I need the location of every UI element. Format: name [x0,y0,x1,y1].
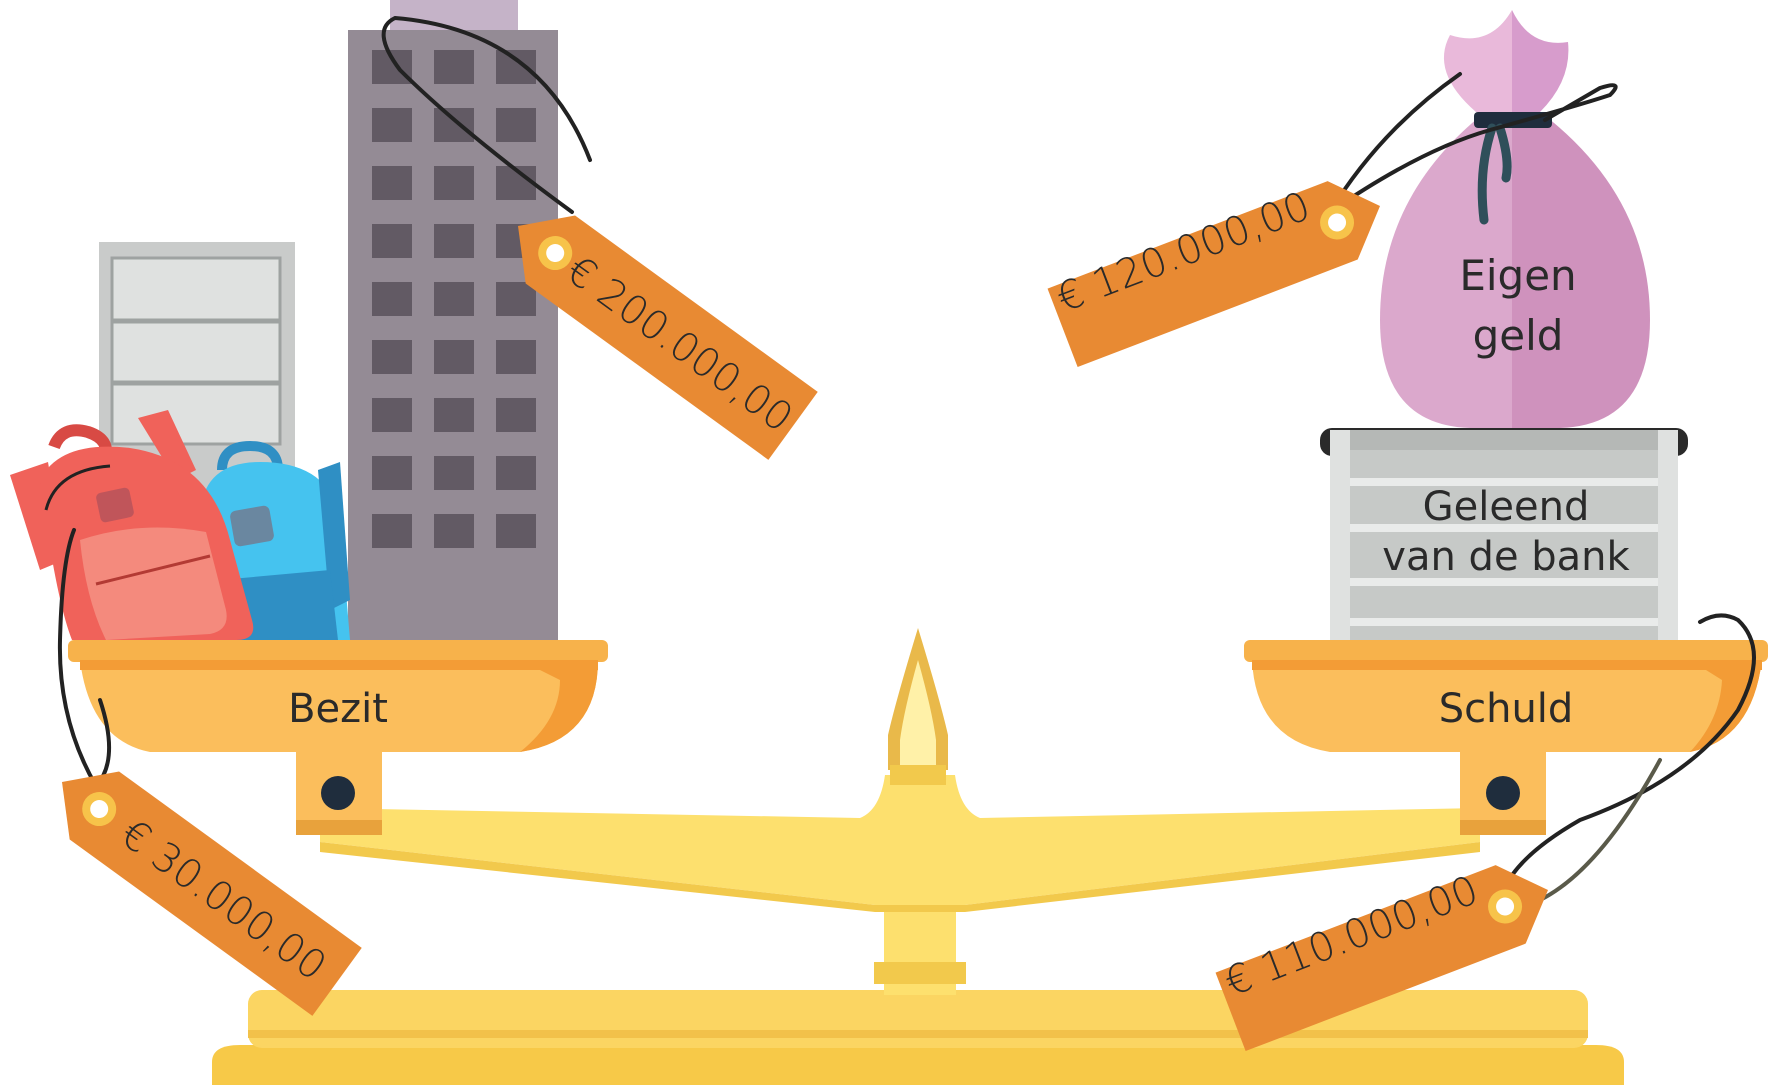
scale-base-bottom [212,1045,1624,1085]
building-icon [348,0,558,642]
building-window [434,456,474,490]
building-window [372,514,412,548]
box-label-line1: Geleend [1423,484,1590,530]
building-window [372,224,412,258]
building-window [434,224,474,258]
building-window [372,108,412,142]
building-window [372,340,412,374]
left-pan: Bezit [68,640,608,752]
building-window [372,166,412,200]
building-window [434,514,474,548]
right-pan: Schuld [1244,640,1768,752]
storage-box-icon: Geleend van de bank [1320,428,1688,642]
building-window [434,340,474,374]
left-pan-label: Bezit [288,686,388,732]
building-window [496,398,536,432]
building-window [372,282,412,316]
scale-beam [320,775,1480,905]
building-window [434,108,474,142]
right-pan-label: Schuld [1439,686,1574,732]
price-tag-own-money: € 120.000,00 [1047,181,1380,368]
money-bag-icon: Eigen geld [1380,10,1650,428]
right-pivot [1486,776,1520,810]
left-pivot [321,776,355,810]
price-building: € 200.000,00 [558,247,801,441]
building-window [496,340,536,374]
scale-beam-shade [320,842,1480,912]
left-hanger-shade [296,820,382,835]
box-label-line2: van de bank [1382,534,1630,580]
scale-pointer-inner [900,660,936,770]
price-backpacks: € 30.000,00 [112,811,335,990]
building-window [372,398,412,432]
building-window [434,398,474,432]
backpack-icon-red [10,410,254,640]
bag-label-line2: geld [1473,311,1564,360]
building-window [496,50,536,84]
building-window [496,108,536,142]
building-window [434,282,474,316]
building-window [496,282,536,316]
scale-pointer-cap [890,765,946,785]
scale-base-stripe [248,1030,1588,1038]
scale-base-top [248,990,1588,1048]
scale-pillar-foot [874,962,966,984]
bag-label-line1: Eigen [1459,251,1576,300]
building-window [496,514,536,548]
building-window [434,166,474,200]
right-hanger-shade [1460,820,1546,835]
building-window [434,50,474,84]
building-window [496,456,536,490]
building-window [372,456,412,490]
building-windows [372,50,536,548]
